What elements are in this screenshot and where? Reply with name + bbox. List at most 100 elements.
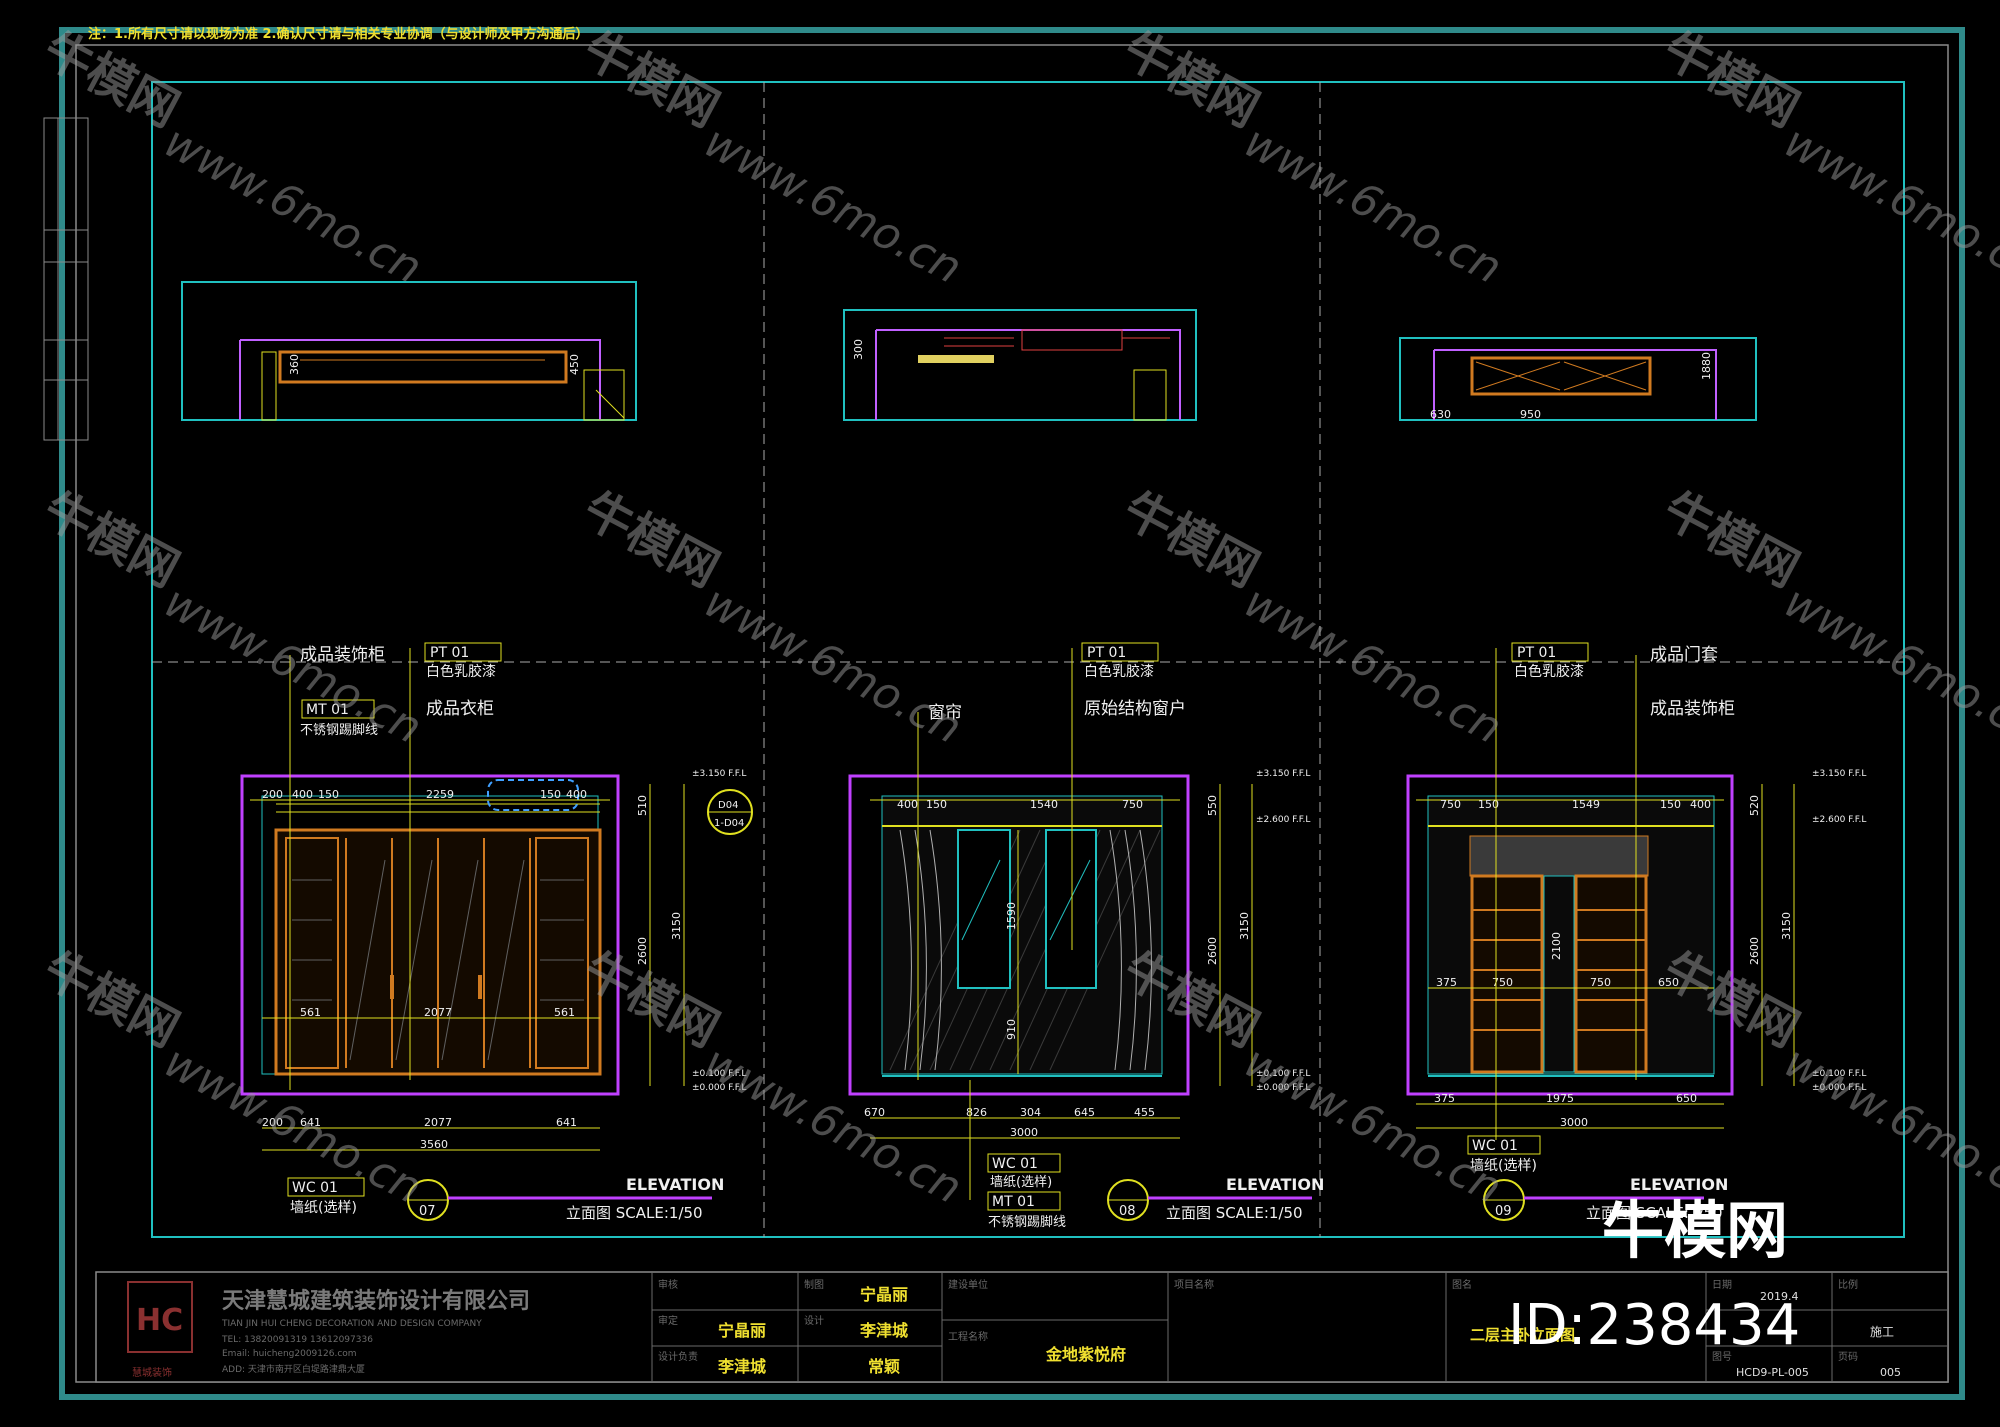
svg-text:成品衣柜: 成品衣柜	[426, 699, 494, 719]
svg-text:750: 750	[1440, 798, 1461, 811]
svg-text:400: 400	[897, 798, 918, 811]
watermark-brand: 牛模网	[34, 941, 187, 1058]
svg-text:±3.150 F.F.L: ±3.150 F.F.L	[1256, 769, 1310, 779]
watermark-brand: 牛模网	[1654, 21, 1807, 138]
svg-text:455: 455	[1134, 1106, 1155, 1119]
svg-text:3150: 3150	[670, 912, 683, 940]
svg-text:设计: 设计	[804, 1314, 824, 1327]
svg-text:2259: 2259	[426, 788, 454, 801]
svg-text:工程名称: 工程名称	[948, 1330, 988, 1343]
svg-text:±0.000 F.F.L: ±0.000 F.F.L	[1256, 1083, 1310, 1093]
watermark-brand: 牛模网	[574, 481, 727, 598]
svg-text:WC 01: WC 01	[1472, 1138, 1518, 1154]
watermark-url: www.6mo.cn	[156, 116, 430, 294]
svg-text:2600: 2600	[636, 937, 649, 965]
svg-text:ELEVATION: ELEVATION	[626, 1175, 724, 1194]
svg-text:670: 670	[864, 1106, 885, 1119]
svg-text:561: 561	[300, 1006, 321, 1019]
svg-text:650: 650	[1658, 976, 1679, 989]
svg-text:D04: D04	[718, 800, 738, 811]
svg-text:360: 360	[288, 354, 301, 375]
svg-text:07: 07	[419, 1204, 436, 1219]
svg-text:窗帘: 窗帘	[928, 703, 962, 723]
svg-text:±2.600 F.F.L: ±2.600 F.F.L	[1812, 815, 1866, 825]
svg-text:450: 450	[568, 354, 581, 375]
svg-text:645: 645	[1074, 1106, 1095, 1119]
svg-text:审定: 审定	[658, 1314, 678, 1327]
svg-text:李津城: 李津城	[717, 1357, 766, 1376]
svg-text:150: 150	[540, 788, 561, 801]
svg-text:施工: 施工	[1870, 1325, 1894, 1339]
svg-text:成品装饰柜: 成品装饰柜	[300, 645, 385, 665]
svg-text:±0.100 F.F.L: ±0.100 F.F.L	[1256, 1069, 1310, 1079]
svg-text:150: 150	[926, 798, 947, 811]
svg-text:±2.600 F.F.L: ±2.600 F.F.L	[1256, 815, 1310, 825]
svg-text:TIAN JIN HUI CHENG DECORATION: TIAN JIN HUI CHENG DECORATION AND DESIGN…	[221, 1319, 482, 1329]
svg-text:400: 400	[1690, 798, 1711, 811]
svg-text:图名: 图名	[1452, 1278, 1472, 1291]
svg-text:2077: 2077	[424, 1006, 452, 1019]
watermark-url: www.6mo.cn	[696, 116, 970, 294]
left-revision-strip	[43, 117, 89, 441]
svg-text:2100: 2100	[1550, 932, 1563, 960]
svg-text:宁晶丽: 宁晶丽	[718, 1321, 766, 1340]
svg-text:510: 510	[636, 795, 649, 816]
plan-view-09: 630 950 1880	[1399, 337, 1757, 421]
elevation-08: 400 150 1540 750 1590 910 670 826 304 64…	[848, 642, 1324, 1230]
svg-text:±0.100 F.F.L: ±0.100 F.F.L	[692, 1069, 746, 1079]
svg-text:页码: 页码	[1838, 1351, 1858, 1363]
svg-text:1549: 1549	[1572, 798, 1600, 811]
svg-text:MT 01: MT 01	[306, 702, 349, 718]
svg-text:2077: 2077	[424, 1116, 452, 1129]
svg-text:金地紫悦府: 金地紫悦府	[1045, 1345, 1126, 1364]
watermark-url: www.6mo.cn	[1776, 1036, 2000, 1214]
svg-text:宁晶丽: 宁晶丽	[860, 1285, 908, 1304]
svg-text:150: 150	[1478, 798, 1499, 811]
plan-view-08: 300	[843, 309, 1197, 421]
svg-text:ADD: 天津市南开区白堤路津鼎大厦: ADD: 天津市南开区白堤路津鼎大厦	[222, 1363, 365, 1375]
svg-text:±0.100 F.F.L: ±0.100 F.F.L	[1812, 1069, 1866, 1079]
svg-text:立面图 SCALE:1/50: 立面图 SCALE:1/50	[1586, 1204, 1723, 1222]
watermark-url: www.6mo.cn	[1776, 576, 2000, 754]
svg-text:制图: 制图	[804, 1278, 824, 1291]
svg-text:750: 750	[1122, 798, 1143, 811]
svg-text:ELEVATION: ELEVATION	[1630, 1175, 1728, 1194]
svg-text:日期: 日期	[1712, 1279, 1732, 1291]
svg-text:墙纸(选样): 墙纸(选样)	[290, 1200, 357, 1216]
svg-text:不锈钢踢脚线: 不锈钢踢脚线	[988, 1214, 1066, 1230]
grid-dividers	[152, 82, 1904, 1237]
svg-text:561: 561	[554, 1006, 575, 1019]
svg-text:MT 01: MT 01	[992, 1194, 1035, 1210]
svg-text:常颖: 常颖	[868, 1357, 900, 1376]
svg-text:建设单位: 建设单位	[948, 1278, 988, 1291]
svg-text:±0.000 F.F.L: ±0.000 F.F.L	[692, 1083, 746, 1093]
watermark-brand: 牛模网	[34, 481, 187, 598]
svg-text:641: 641	[556, 1116, 577, 1129]
svg-text:立面图 SCALE:1/50: 立面图 SCALE:1/50	[1166, 1204, 1303, 1222]
watermark-brand: 牛模网	[1114, 481, 1267, 598]
svg-text:300: 300	[852, 339, 865, 360]
curtain-right	[1109, 829, 1152, 1071]
watermark-brand: 牛模网	[574, 21, 727, 138]
watermark-url: www.6mo.cn	[1236, 576, 1510, 754]
svg-text:TEL: 13820091319 13612097336: TEL: 13820091319 13612097336	[221, 1335, 373, 1345]
svg-text:图号: 图号	[1712, 1351, 1732, 1363]
svg-text:李津城: 李津城	[859, 1321, 908, 1340]
svg-text:立面图 SCALE:1/50: 立面图 SCALE:1/50	[566, 1204, 703, 1222]
svg-text:3000: 3000	[1560, 1116, 1588, 1129]
watermark-brand: 牛模网	[1114, 21, 1267, 138]
svg-text:成品门套: 成品门套	[1650, 645, 1718, 665]
watermark-brand: 牛模网	[1654, 481, 1807, 598]
svg-text:慧城装饰: 慧城装饰	[132, 1366, 172, 1379]
elevation-07: 200 400 150 2259 150 400 561 2077 561 20…	[240, 642, 753, 1222]
svg-text:910: 910	[1005, 1019, 1018, 1040]
svg-text:150: 150	[1660, 798, 1681, 811]
svg-text:200: 200	[262, 788, 283, 801]
svg-text:天津慧城建筑装饰设计有限公司: 天津慧城建筑装饰设计有限公司	[222, 1288, 530, 1314]
svg-text:二层主卧立面图: 二层主卧立面图	[1470, 1326, 1575, 1344]
svg-text:白色乳胶漆: 白色乳胶漆	[1514, 663, 1584, 680]
svg-text:墙纸(选样): 墙纸(选样)	[990, 1175, 1052, 1190]
